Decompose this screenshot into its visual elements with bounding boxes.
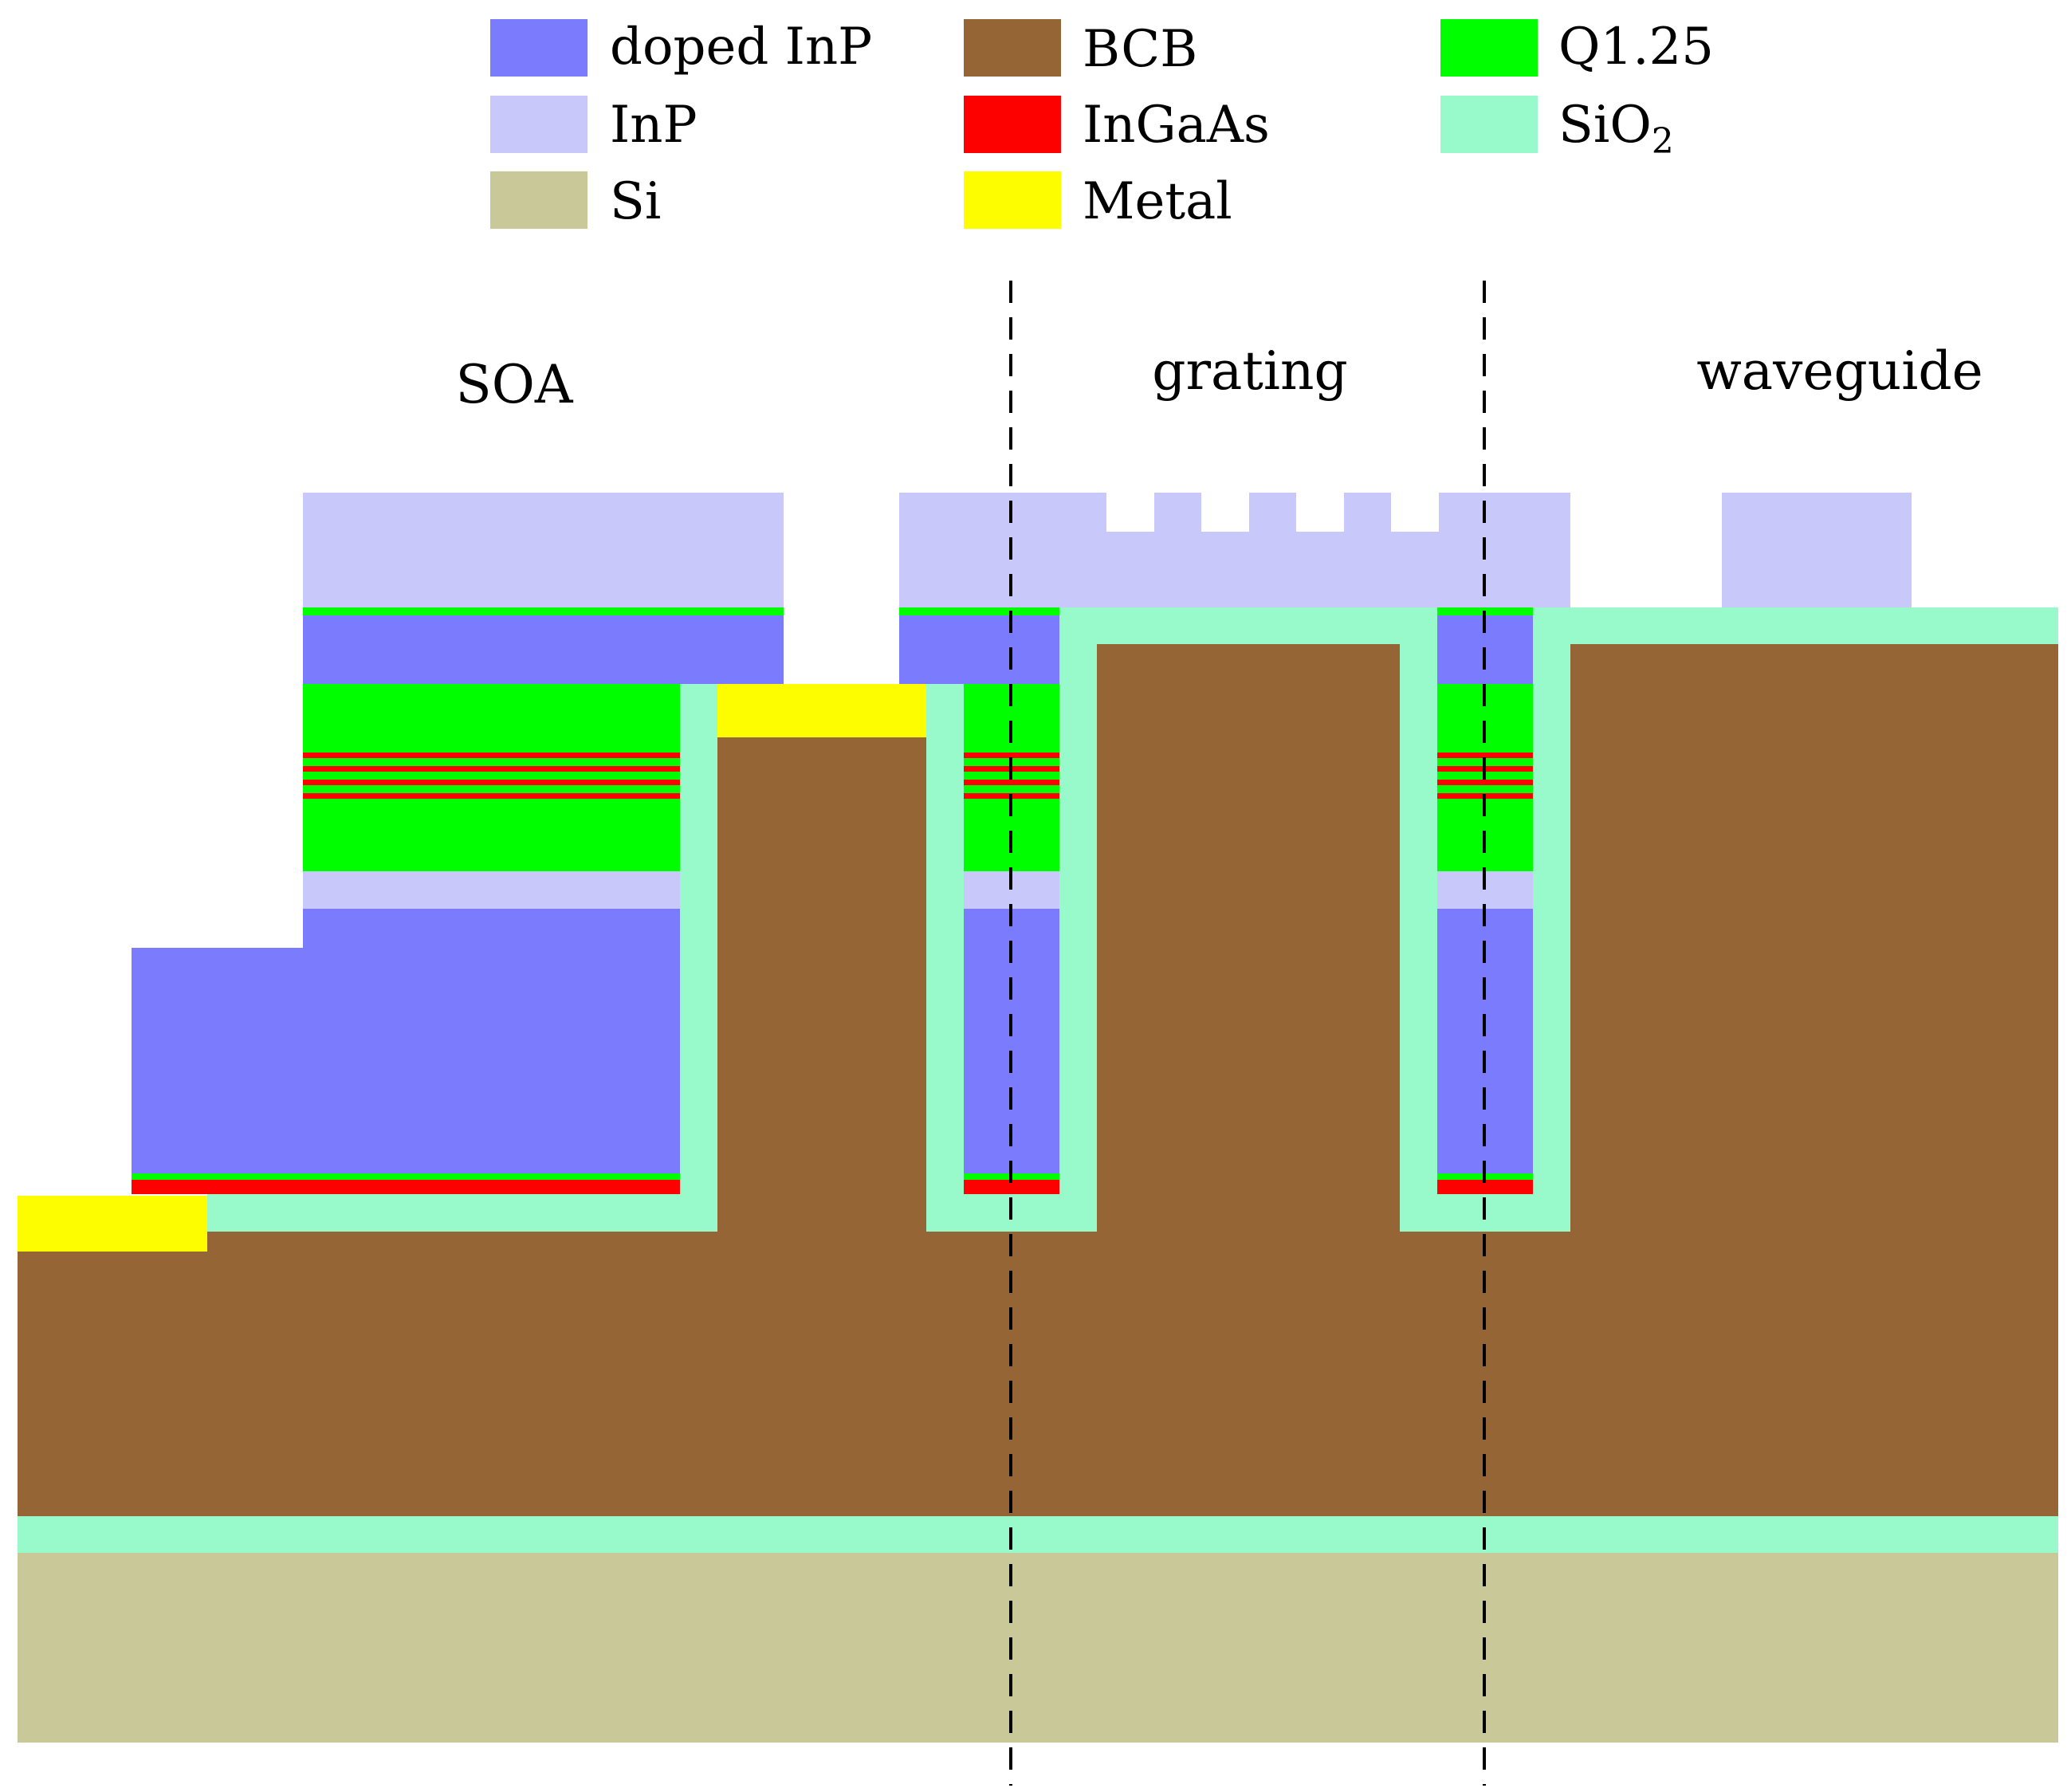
- grating-right-contact-ingaas: [1437, 1180, 1533, 1194]
- waveguide-inp-ridge: [1722, 493, 1912, 607]
- grating-left-well-3: [964, 780, 1059, 785]
- bcb-waveguide-fill: [1570, 644, 2058, 1232]
- legend-label-metal: Metal: [1083, 172, 1232, 231]
- legend-item-doped-inp: doped InP: [490, 18, 872, 77]
- soa-quantum-well-1: [303, 753, 680, 758]
- soa-quantum-well-2: [303, 766, 680, 772]
- sio2-grating-top: [1059, 607, 1437, 644]
- substrate: [18, 1232, 2058, 1743]
- legend: doped InP BCB Q1.25 InP InGaAs SiO2 Si: [490, 18, 1714, 231]
- legend-label-ingaas: InGaAs: [1083, 96, 1270, 155]
- legend-label-sio2: SiO2: [1558, 96, 1674, 162]
- legend-label-sio2-base: SiO: [1558, 96, 1652, 155]
- grating-left-well-1: [964, 753, 1059, 758]
- soa-quantum-well-3: [303, 780, 680, 785]
- soa-contact-ingaas: [132, 1180, 680, 1194]
- soa-upper-doped-inp: [303, 615, 784, 684]
- region-label-soa: SOA: [456, 354, 574, 415]
- bcb-pillar-grating-center: [1097, 644, 1400, 1232]
- sio2-soa-sidewall: [680, 684, 717, 1232]
- legend-item-bcb: BCB: [964, 19, 1197, 79]
- grating-left-contact-ingaas: [964, 1180, 1059, 1194]
- sio2-trench-right-left-wall: [1400, 607, 1437, 1232]
- legend-item-sio2: SiO2: [1440, 96, 1674, 162]
- legend-swatch-ingaas: [964, 96, 1061, 153]
- grating-tooth-2: [1249, 493, 1296, 532]
- legend-label-inp: InP: [610, 96, 698, 155]
- legend-item-ingaas: InGaAs: [964, 96, 1270, 155]
- grating-inp-left-block: [899, 493, 1106, 532]
- legend-item-q125: Q1.25: [1440, 18, 1714, 77]
- region-label-waveguide: waveguide: [1696, 340, 1983, 402]
- soa-mesa: [132, 493, 784, 1194]
- sio2-soa-bottom: [207, 1194, 717, 1232]
- sio2-waveguide-top: [1533, 607, 2058, 644]
- legend-label-sio2-subscript: 2: [1652, 121, 1674, 162]
- legend-label-doped-inp: doped InP: [610, 18, 872, 77]
- grating-right-well-1: [1437, 753, 1533, 758]
- bcb-fill: [717, 644, 2058, 1232]
- soa-active-q125: [303, 684, 680, 871]
- metal-contacts: [18, 684, 926, 1252]
- soa-inp-spacer: [303, 871, 680, 909]
- sio2-passivation: [207, 607, 2058, 1232]
- soa-doped-inp-body: [303, 909, 680, 948]
- sio2-trench-left-right-wall: [1059, 607, 1097, 1232]
- legend-label-bcb: BCB: [1083, 20, 1197, 79]
- grating-left-bond-q125: [899, 607, 1059, 615]
- legend-swatch-sio2: [1440, 96, 1538, 153]
- metal-contact-bottom: [18, 1196, 207, 1252]
- legend-swatch-bcb: [964, 19, 1061, 77]
- legend-item-inp: InP: [490, 96, 698, 155]
- grating-tooth-1: [1154, 493, 1201, 532]
- soa-contact-q125: [132, 1173, 680, 1180]
- grating-tooth-3: [1344, 493, 1391, 532]
- legend-swatch-metal: [964, 171, 1061, 229]
- grating-left-upper-doped-inp: [899, 615, 1059, 684]
- soa-quantum-well-4: [303, 793, 680, 799]
- legend-swatch-doped-inp: [490, 19, 587, 77]
- soa-lower-doped-inp: [132, 948, 680, 1173]
- top-inp-grating-waveguide: [899, 493, 1912, 607]
- buried-oxide-layer: [18, 1516, 2058, 1553]
- metal-contact-top: [717, 684, 926, 737]
- region-label-grating: grating: [1152, 340, 1348, 402]
- soa-bond-q125: [303, 607, 784, 615]
- legend-swatch-si: [490, 171, 587, 229]
- legend-item-si: Si: [490, 171, 661, 231]
- sio2-trench-left-wall: [926, 684, 964, 1232]
- grating-inp-right-block: [1439, 493, 1570, 532]
- legend-swatch-inp: [490, 96, 587, 153]
- bcb-bonding-layer: [18, 1232, 2058, 1516]
- legend-item-metal: Metal: [964, 171, 1232, 231]
- bcb-pillar-soa-grating: [717, 737, 926, 1232]
- legend-label-si: Si: [610, 172, 661, 231]
- grating-right-well-3: [1437, 780, 1533, 785]
- silicon-substrate: [18, 1553, 2058, 1743]
- legend-swatch-q125: [1440, 19, 1538, 77]
- soa-inp-top: [303, 493, 784, 607]
- legend-label-q125: Q1.25: [1558, 18, 1714, 77]
- grating-inp-base: [899, 532, 1570, 607]
- sio2-trench-right-wall: [1533, 607, 1570, 1232]
